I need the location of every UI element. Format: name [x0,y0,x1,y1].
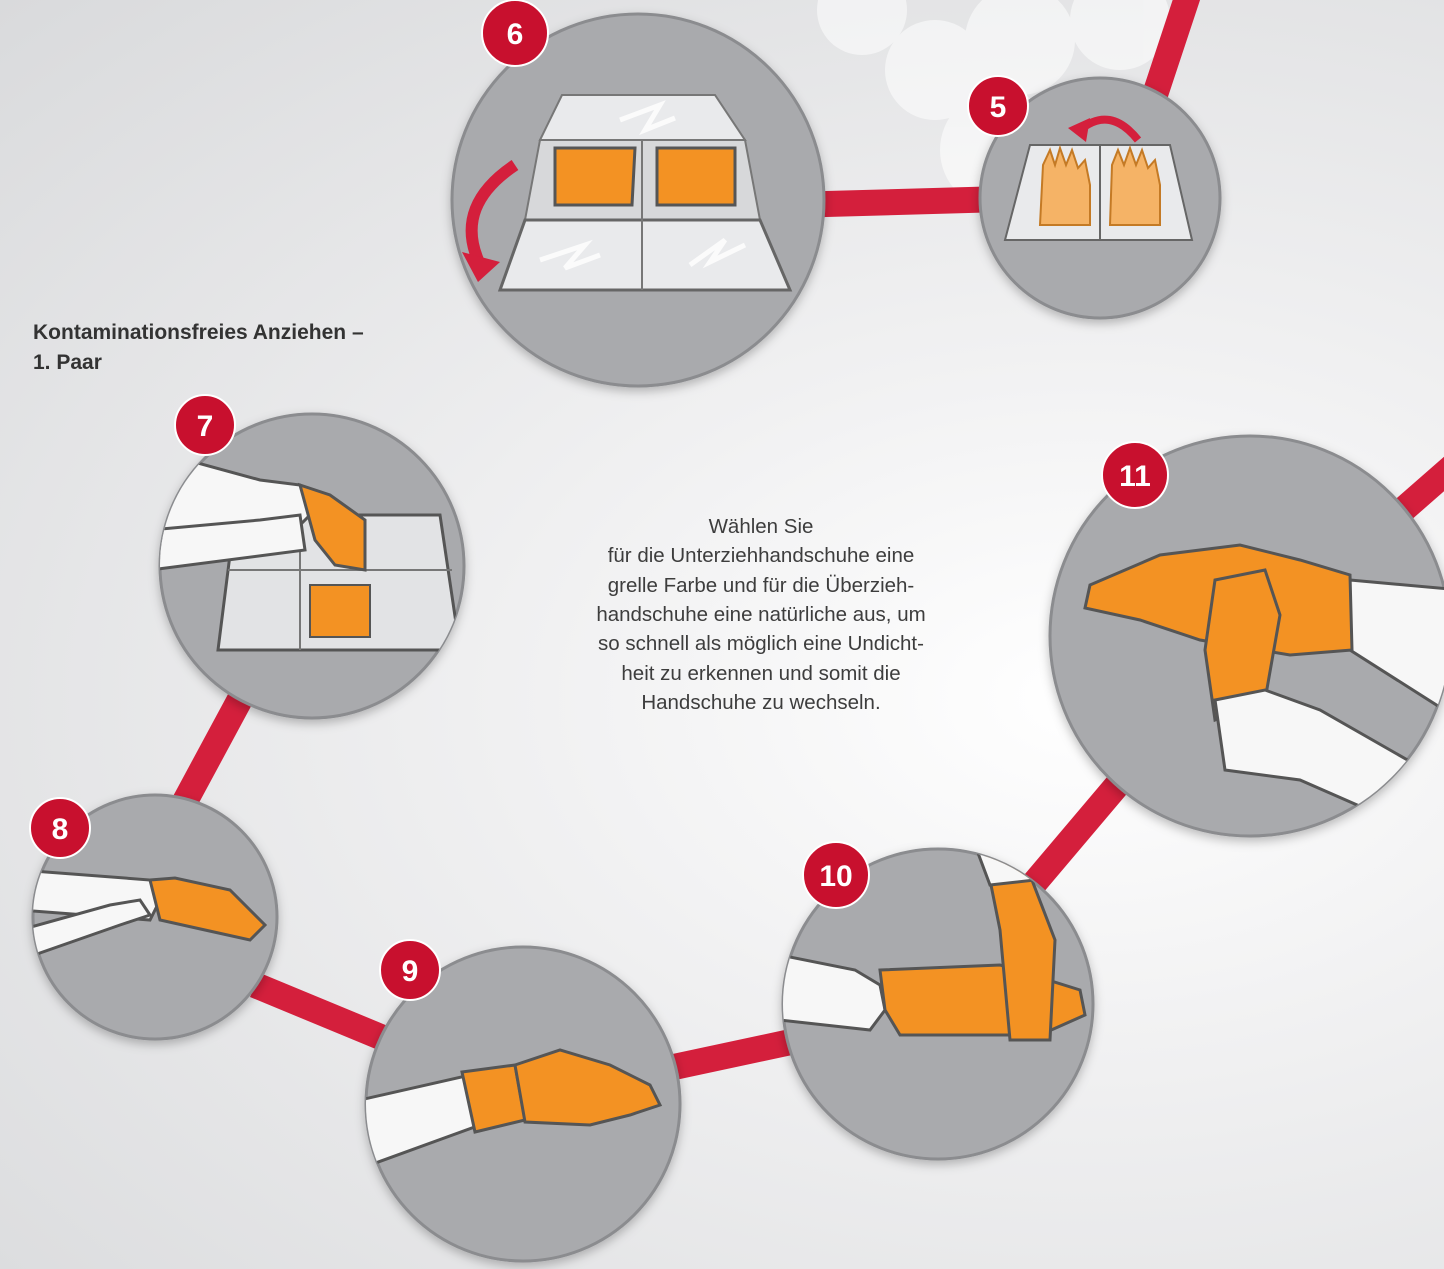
step-number-11: 11 [1119,460,1151,493]
note-line-6: heit zu erkennen und somit die [548,659,974,688]
step-badge-6: 6 [482,0,548,66]
step-badge-9: 9 [380,940,440,1000]
note-line-2: für die Unterziehhandschuhe eine [548,541,974,570]
step-badge-5: 5 [968,76,1028,136]
step-number-6: 6 [507,18,524,51]
instruction-note: Wählen Sie für die Unterziehhandschuhe e… [548,512,974,717]
title-line-1: Kontaminationsfreies Anziehen – [33,318,453,348]
note-line-3: grelle Farbe und für die Überzieh- [548,571,974,600]
note-line-7: Handschuhe zu wechseln. [548,688,974,717]
note-line-5: so schnell als möglich eine Undicht- [548,629,974,658]
step-number-7: 7 [197,410,214,443]
step-badge-11: 11 [1102,442,1168,508]
page-title: Kontaminationsfreies Anziehen – 1. Paar [33,318,453,379]
note-line-4: handschuhe eine natürliche aus, um [548,600,974,629]
step-badge-8: 8 [30,798,90,858]
step-6 [452,14,824,386]
title-line-2: 1. Paar [33,348,453,378]
step-badge-7: 7 [175,395,235,455]
step-badge-10: 10 [803,842,869,908]
step-number-5: 5 [990,91,1007,124]
step-number-10: 10 [819,860,852,893]
step-number-9: 9 [402,955,419,988]
note-line-1: Wählen Sie [548,512,974,541]
step-number-8: 8 [52,813,69,846]
step-7 [150,414,464,718]
